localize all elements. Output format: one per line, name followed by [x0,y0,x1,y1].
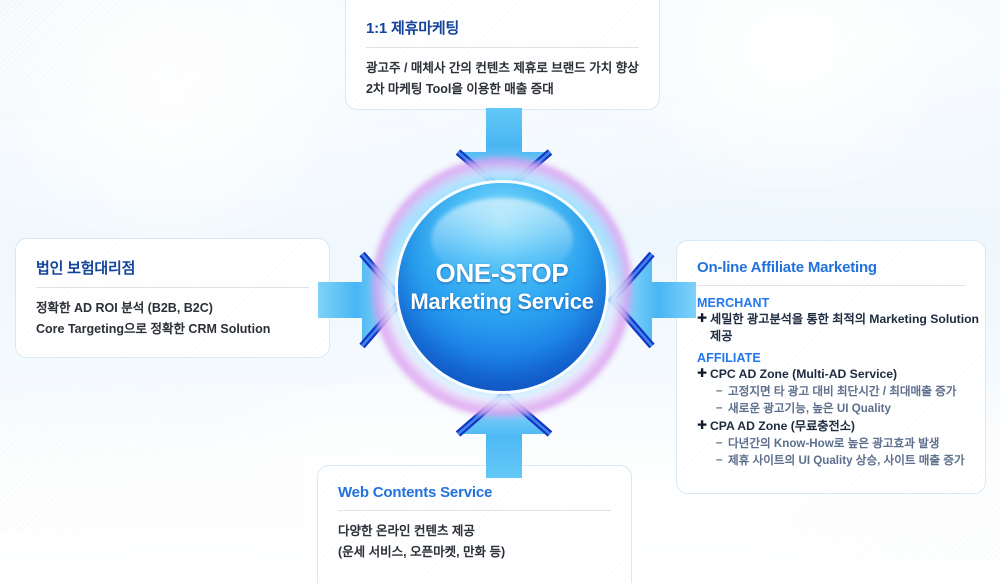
panel-left-divider [36,287,309,288]
sub-list-item: – 고정지면 타 광고 대비 최단시간 / 최대매출 증가 [716,383,965,400]
list-item-label: 세밀한 광고분석을 통한 최적의 Marketing Solution [710,312,979,326]
panel-online-affiliate-marketing[interactable]: On-line Affiliate Marketing MERCHANT ✚ 세… [676,240,986,494]
sub-list-item-label: 고정지면 타 광고 대비 최단시간 / 최대매출 증가 [728,384,957,398]
panel-top-line-2: 2차 마케팅 Tool을 이용한 매출 증대 [366,81,554,96]
plus-bullet-icon: ✚ [697,365,708,380]
dash-bullet-icon: – [716,436,723,450]
panel-affiliate-marketing-1to1[interactable]: 1:1 제휴마케팅 광고주 / 매체사 간의 컨텐츠 제휴로 브랜드 가치 향상… [345,0,660,110]
hub-sphere [398,183,606,391]
sub-list-item: – 제휴 사이트의 UI Quality 상승, 사이트 매출 증가 [716,452,965,469]
panel-right-title: On-line Affiliate Marketing [697,259,877,276]
sub-item-list: – 다년간의 Know-How로 높은 광고효과 발생 – 제휴 사이트의 UI… [716,435,965,470]
panel-left-title: 법인 보험대리점 [36,260,136,277]
panel-top-divider [366,47,639,48]
panel-left-body: 정확한 AD ROI 분석 (B2B, B2C) Core Targeting으… [36,298,309,339]
sub-list-item: – 새로운 광고기능, 높은 UI Quality [716,400,965,417]
hatch-texture-top-left [0,0,250,120]
group-heading-merchant: MERCHANT [697,296,770,310]
sub-list-item-label: 다년간의 Know-How로 높은 광고효과 발생 [728,437,940,451]
list-item: ✚ 세밀한 광고분석을 통한 최적의 Marketing Solution 제공 [697,311,979,346]
plus-bullet-icon: ✚ [697,417,708,432]
panel-right-divider [697,285,965,286]
list-item: ✚ CPA AD Zone (무료충전소) – 다년간의 Know-How로 높… [697,418,965,470]
panel-bottom-line-2: (운세 서비스, 오픈마켓, 만화 등) [338,544,506,559]
cloud-decoration-top-left [0,0,380,240]
sub-list-item-label: 제휴 사이트의 UI Quality 상승, 사이트 매출 증가 [728,454,965,468]
sub-list-item: – 다년간의 Know-How로 높은 광고효과 발생 [716,435,965,452]
hub-label-line-2: Marketing Service [410,288,594,314]
panel-bottom-body: 다양한 온라인 컨텐츠 제공 (운세 서비스, 오픈마켓, 만화 등) [338,521,611,562]
panel-bottom-divider [338,510,611,511]
hub-gloss-highlight [431,197,573,281]
panel-bottom-line-1: 다양한 온라인 컨텐츠 제공 [338,524,475,538]
panel-web-contents-service[interactable]: Web Contents Service 다양한 온라인 컨텐츠 제공 (운세 … [317,465,632,583]
affiliate-item-list: ✚ CPC AD Zone (Multi-AD Service) – 고정지면 … [697,366,965,470]
list-item: ✚ CPC AD Zone (Multi-AD Service) – 고정지면 … [697,366,965,418]
panel-top-title: 1:1 제휴마케팅 [366,20,460,37]
group-heading-affiliate: AFFILIATE [697,350,761,365]
sub-list-item-label: 새로운 광고기능, 높은 UI Quality [728,402,891,416]
plus-bullet-icon: ✚ [697,311,708,325]
center-hub: ONE-STOP Marketing Service [372,157,632,417]
panel-top-line-1: 광고주 / 매체사 간의 컨텐츠 제휴로 브랜드 가치 향상 [366,61,639,75]
panel-bottom-title: Web Contents Service [338,484,493,501]
panel-top-body: 광고주 / 매체사 간의 컨텐츠 제휴로 브랜드 가치 향상 2차 마케팅 To… [366,58,639,99]
list-item-label: CPC AD Zone (Multi-AD Service) [710,366,898,381]
hub-label: ONE-STOP Marketing Service [398,183,606,391]
hub-label-line-1: ONE-STOP [435,257,569,288]
panel-corporate-insurance-agency[interactable]: 법인 보험대리점 정확한 AD ROI 분석 (B2B, B2C) Core T… [15,238,330,358]
sub-item-list: – 고정지면 타 광고 대비 최단시간 / 최대매출 증가 – 새로운 광고기능… [716,383,965,418]
list-item-continuation: 제공 [710,329,733,344]
dash-bullet-icon: – [716,401,723,415]
list-item-label: CPA AD Zone (무료충전소) [710,418,855,433]
panel-left-line-1: 정확한 AD ROI 분석 (B2B, B2C) [36,301,213,315]
merchant-item-list: ✚ 세밀한 광고분석을 통한 최적의 Marketing Solution 제공 [697,311,979,346]
dash-bullet-icon: – [716,383,723,397]
panel-left-line-2: Core Targeting으로 정확한 CRM Solution [36,321,271,336]
dash-bullet-icon: – [716,453,723,467]
hatch-texture-bottom-left [0,380,300,530]
